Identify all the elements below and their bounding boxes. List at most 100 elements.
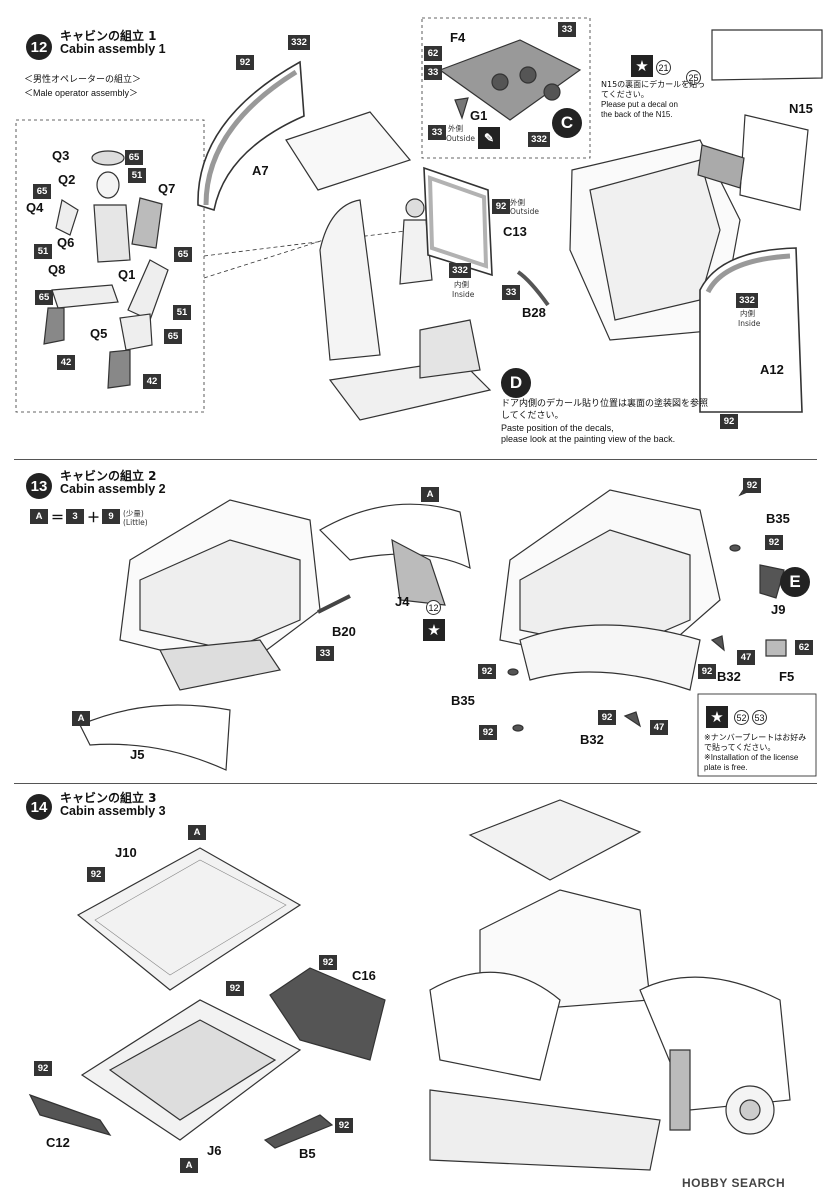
part-j9: J9 xyxy=(771,602,786,617)
part-f5: F5 xyxy=(779,669,795,684)
step-title-jp: キャビンの組立 1 xyxy=(60,29,157,43)
outside-label-jp: 外側 xyxy=(448,124,463,133)
outside-label-jp: 外側 xyxy=(510,198,525,207)
color-92: 92 xyxy=(319,955,337,970)
color-92: 92 xyxy=(87,867,105,882)
part-q8: Q8 xyxy=(48,262,66,277)
part-c16: C16 xyxy=(352,968,376,983)
step-title-jp: キャビンの組立 2 xyxy=(60,469,157,483)
outside-label-en: Outside xyxy=(446,134,475,143)
color-92: 92 xyxy=(492,199,510,214)
callout-c: C xyxy=(552,108,582,138)
step-number-14: 14 xyxy=(26,794,52,820)
color-92: 92 xyxy=(479,725,497,740)
part-b28: B28 xyxy=(522,305,546,320)
color-33: 33 xyxy=(558,22,576,37)
color-92: 92 xyxy=(598,710,616,725)
part-a-box: A xyxy=(421,487,439,502)
watermark-logo: HOBBY SEARCH xyxy=(682,1176,786,1190)
decal-52: 52 xyxy=(734,710,749,725)
part-n15: N15 xyxy=(789,101,813,116)
part-b35: B35 xyxy=(451,693,475,708)
section-divider xyxy=(14,459,817,460)
color-65: 65 xyxy=(164,329,182,344)
color-47: 47 xyxy=(650,720,668,735)
color-33: 33 xyxy=(428,125,446,140)
color-332: 332 xyxy=(288,35,310,50)
color-62: 62 xyxy=(795,640,813,655)
color-3: 3 xyxy=(66,509,84,524)
part-b35: B35 xyxy=(766,511,790,526)
note-n15-en: Please put a decal on the back of the N1… xyxy=(601,100,678,119)
color-9: 9 xyxy=(102,509,120,524)
operator-title-en: ＜Male operator assembly＞ xyxy=(24,88,139,98)
part-j6: J6 xyxy=(207,1143,222,1158)
plus-sign: ＋ xyxy=(87,510,101,525)
part-q7: Q7 xyxy=(158,181,176,196)
part-q6: Q6 xyxy=(57,235,75,250)
color-92: 92 xyxy=(236,55,254,70)
step-number-12: 12 xyxy=(26,34,52,60)
note-plate-jp: ※ナンバープレートはお好みで貼ってください。 xyxy=(704,733,807,752)
part-q5: Q5 xyxy=(90,326,108,341)
glue-icon: ✎ xyxy=(478,127,500,149)
color-332: 332 xyxy=(736,293,758,308)
decal-25: 25 xyxy=(686,70,701,85)
equals-sign: ＝ xyxy=(51,510,65,525)
color-33: 33 xyxy=(316,646,334,661)
note-d-en-2: please look at the painting view of the … xyxy=(501,434,676,444)
note-plate-en: ※Installation of the license plate is fr… xyxy=(704,753,799,772)
part-b20: B20 xyxy=(332,624,356,639)
part-j5: J5 xyxy=(130,747,145,762)
color-33: 33 xyxy=(502,285,520,300)
color-92: 92 xyxy=(34,1061,52,1076)
note-d-jp: ドア内側のデカール貼り位置は裏面の塗装図を参照してください。 xyxy=(501,399,709,421)
part-j4: J4 xyxy=(395,594,410,609)
color-33: 33 xyxy=(424,65,442,80)
color-65: 65 xyxy=(125,150,143,165)
color-51: 51 xyxy=(34,244,52,259)
inside-label-en: Inside xyxy=(452,290,475,299)
inside-label-jp: 内側 xyxy=(454,280,469,289)
note-d-en-1: Paste position of the decals, xyxy=(501,423,614,433)
color-332: 332 xyxy=(528,132,550,147)
color-65: 65 xyxy=(174,247,192,262)
color-62: 62 xyxy=(424,46,442,61)
inside-label-en: Inside xyxy=(738,319,761,328)
mix-note: (少量)(Little) xyxy=(123,509,148,527)
part-b32: B32 xyxy=(717,669,741,684)
step-title-en: Cabin assembly 2 xyxy=(60,482,166,496)
part-f4: F4 xyxy=(450,30,466,45)
part-b5: B5 xyxy=(299,1146,316,1161)
step-title-en: Cabin assembly 1 xyxy=(60,42,166,56)
part-a-box: A xyxy=(72,711,90,726)
note-n15-jp: N15の裏面にデカールを貼ってください。 xyxy=(601,80,706,99)
part-a-box: A xyxy=(188,825,206,840)
step-number-13: 13 xyxy=(26,473,52,499)
part-a7: A7 xyxy=(252,163,269,178)
color-92: 92 xyxy=(743,478,761,493)
part-q3: Q3 xyxy=(52,148,70,163)
star-icon: ★ xyxy=(423,619,445,641)
part-c13: C13 xyxy=(503,224,527,239)
step-title-en: Cabin assembly 3 xyxy=(60,804,166,818)
color-92: 92 xyxy=(698,664,716,679)
section-divider xyxy=(14,783,817,784)
step-title-jp: キャビンの組立 3 xyxy=(60,791,157,805)
color-65: 65 xyxy=(35,290,53,305)
color-47: 47 xyxy=(737,650,755,665)
callout-d: D xyxy=(501,368,531,398)
part-q1: Q1 xyxy=(118,267,136,282)
part-a-box: A xyxy=(30,509,48,524)
star-icon: ★ xyxy=(631,55,653,77)
color-92: 92 xyxy=(335,1118,353,1133)
color-92: 92 xyxy=(765,535,783,550)
part-j10: J10 xyxy=(115,845,137,860)
part-c12: C12 xyxy=(46,1135,70,1150)
outside-label-en: Outside xyxy=(510,207,539,216)
color-92: 92 xyxy=(720,414,738,429)
part-a12: A12 xyxy=(760,362,784,377)
decal-12: 12 xyxy=(426,600,441,615)
color-42: 42 xyxy=(57,355,75,370)
